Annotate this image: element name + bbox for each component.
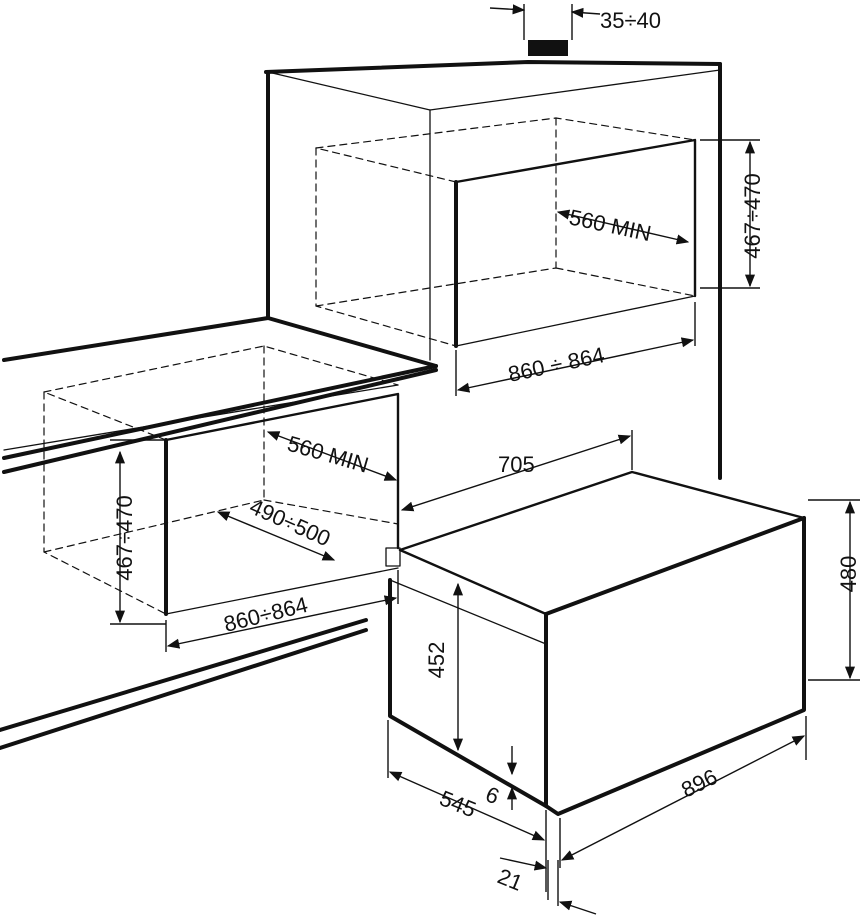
countertop xyxy=(0,316,438,750)
label-lower-width: 860÷864 xyxy=(221,592,310,637)
dimension-labels: 35÷40 560 MIN 467÷470 860 ÷ 864 560 MIN … xyxy=(112,8,860,896)
label-lower-height: 467÷470 xyxy=(112,495,137,581)
label-front-width: 896 xyxy=(677,764,721,803)
label-offset: 21 xyxy=(494,863,526,895)
label-side-depth: 545 xyxy=(436,785,479,822)
top-vent-block xyxy=(528,40,568,56)
label-lower-depth: 560 MIN xyxy=(285,431,372,478)
upper-cabinet xyxy=(264,40,722,480)
label-upper-height: 467÷470 xyxy=(740,173,765,259)
front-flange xyxy=(385,547,401,567)
dimensions xyxy=(110,4,860,915)
label-front-height: 452 xyxy=(424,642,449,679)
lower-recess xyxy=(43,345,400,616)
label-appliance-height: 480 xyxy=(836,556,860,593)
label-panel-thickness: 6 xyxy=(482,781,503,809)
label-top-gap: 35÷40 xyxy=(600,8,661,33)
label-upper-depth: 560 MIN xyxy=(567,204,654,246)
label-appliance-depth: 705 xyxy=(498,452,535,477)
label-lower-inner-depth: 490÷500 xyxy=(246,494,334,552)
label-upper-width: 860 ÷ 864 xyxy=(506,342,607,387)
